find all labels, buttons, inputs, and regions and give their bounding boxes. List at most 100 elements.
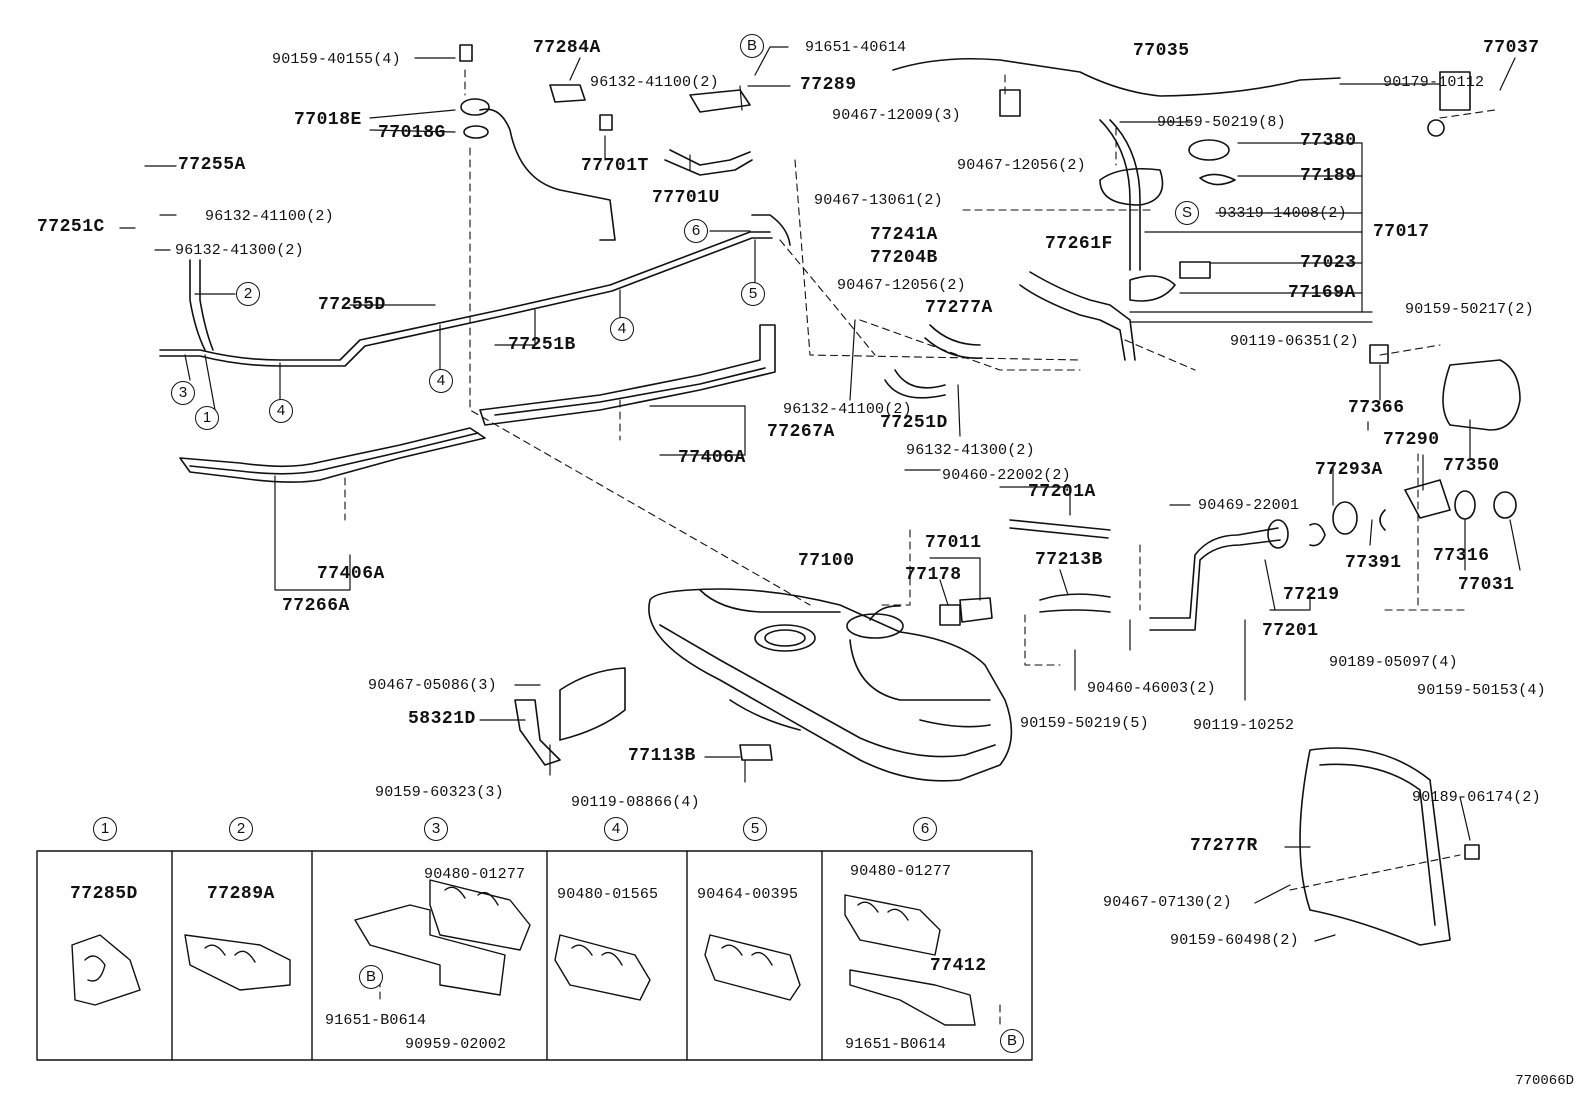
part-label: 77035 (1133, 41, 1190, 61)
part-label: 90159-50217(2) (1405, 301, 1534, 318)
part-label: 77189 (1300, 166, 1357, 186)
small-parts-drawing (459, 44, 1521, 946)
part-label: 77031 (1458, 575, 1515, 595)
part-label: 77251B (508, 335, 576, 355)
part-label: 77406A (678, 448, 746, 468)
detail-marker-5: 5 (743, 817, 767, 841)
part-label: 90467-05086(3) (368, 677, 497, 694)
detail-part-label: 90959-02002 (405, 1036, 507, 1053)
part-label: 77169A (1288, 283, 1356, 303)
leader-lines (119, 46, 1521, 942)
part-label: 90189-06174(2) (1412, 789, 1541, 806)
part-label: 90189-05097(4) (1329, 654, 1458, 671)
part-label: 77213B (1035, 550, 1103, 570)
detail-marker-6: 6 (913, 817, 937, 841)
part-label: 91651-40614 (805, 39, 907, 56)
part-label: 77251D (880, 413, 948, 433)
part-label: 77277A (925, 298, 993, 318)
fuel-lines-drawing (159, 214, 791, 367)
detail-marker-1: 1 (93, 817, 117, 841)
detail-marker-2: 2 (229, 817, 253, 841)
part-label: 77113B (628, 746, 696, 766)
part-label: 77251C (37, 217, 105, 237)
part-label: 90467-12056(2) (837, 277, 966, 294)
part-label: 77366 (1348, 398, 1405, 418)
part-label: 77100 (798, 551, 855, 571)
part-label: 77018G (378, 123, 446, 143)
part-label: 77241A (870, 225, 938, 245)
part-label: 77204B (870, 248, 938, 268)
filler-pipe-drawing (1009, 519, 1289, 631)
part-label: 77023 (1300, 253, 1357, 273)
part-label: 90159-60323(3) (375, 784, 504, 801)
ref-marker-b: B (1000, 1029, 1024, 1053)
ref-marker-4: 4 (269, 399, 293, 423)
detail-marker-4: 4 (604, 817, 628, 841)
part-label: 77701U (652, 188, 720, 208)
part-label: 77290 (1383, 430, 1440, 450)
ref-marker-1: 1 (195, 406, 219, 430)
part-label: 77289 (800, 75, 857, 95)
part-label: 77037 (1483, 38, 1540, 58)
ref-marker-b: B (359, 965, 383, 989)
ref-marker-3: 3 (171, 381, 195, 405)
part-label: 93319-14008(2) (1218, 205, 1347, 222)
part-label: 77406A (317, 564, 385, 584)
part-label: 96132-41300(2) (906, 442, 1035, 459)
protector-rails-drawing (179, 324, 776, 483)
ref-marker-4: 4 (610, 317, 634, 341)
detail-part-label: 90464-00395 (697, 886, 799, 903)
detail-part-label: 90480-01565 (557, 886, 659, 903)
diagram-code: 770066D (1515, 1073, 1574, 1089)
part-label: 77391 (1345, 553, 1402, 573)
detail-part-label: 91651-B0614 (325, 1012, 427, 1029)
part-label: 90467-07130(2) (1103, 894, 1232, 911)
part-label: 90467-12009(3) (832, 107, 961, 124)
part-label: 77293A (1315, 460, 1383, 480)
part-label: 90159-50219(8) (1157, 114, 1286, 131)
part-label: 77255D (318, 295, 386, 315)
detail-part-label: 77412 (930, 956, 987, 976)
part-label: 90179-10112 (1383, 74, 1485, 91)
fuel-tank-drawing (648, 588, 1013, 782)
detail-part-label: 90480-01277 (850, 863, 952, 880)
part-label: 90119-10252 (1193, 717, 1295, 734)
part-label: 96132-41100(2) (205, 208, 334, 225)
part-label: 96132-41100(2) (590, 74, 719, 91)
part-label: 90460-22002(2) (942, 467, 1071, 484)
part-label: 77255A (178, 155, 246, 175)
part-label: 96132-41300(2) (175, 242, 304, 259)
part-label: 90119-06351(2) (1230, 333, 1359, 350)
dashed-assembly-lines (344, 69, 1496, 1026)
part-label: 77350 (1443, 456, 1500, 476)
part-label: 77267A (767, 422, 835, 442)
ref-marker-6: 6 (684, 219, 708, 243)
detail-part-label: 77285D (70, 884, 138, 904)
part-label: 77017 (1373, 222, 1430, 242)
part-label: 77018E (294, 110, 362, 130)
part-label: 77380 (1300, 131, 1357, 151)
part-label: 90119-08866(4) (571, 794, 700, 811)
part-label: 96132-41100(2) (783, 401, 912, 418)
part-label: 77266A (282, 596, 350, 616)
part-label: 90467-13061(2) (814, 192, 943, 209)
detail-part-label: 91651-B0614 (845, 1036, 947, 1053)
ref-marker-2: 2 (236, 282, 260, 306)
part-label: 90159-50219(5) (1020, 715, 1149, 732)
part-label: 77284A (533, 38, 601, 58)
part-label: 90159-50153(4) (1417, 682, 1546, 699)
ref-marker-b: B (740, 34, 764, 58)
part-label: 90467-12056(2) (957, 157, 1086, 174)
part-label: 77011 (925, 533, 982, 553)
part-label: 77261F (1045, 234, 1113, 254)
part-label: 77201 (1262, 621, 1319, 641)
part-label: 77178 (905, 565, 962, 585)
detail-part-label: 90480-01277 (424, 866, 526, 883)
part-label: 77219 (1283, 585, 1340, 605)
detail-part-label: 77289A (207, 884, 275, 904)
part-label: 77201A (1028, 482, 1096, 502)
clamp-drawings (71, 879, 976, 1026)
part-label: 77316 (1433, 546, 1490, 566)
